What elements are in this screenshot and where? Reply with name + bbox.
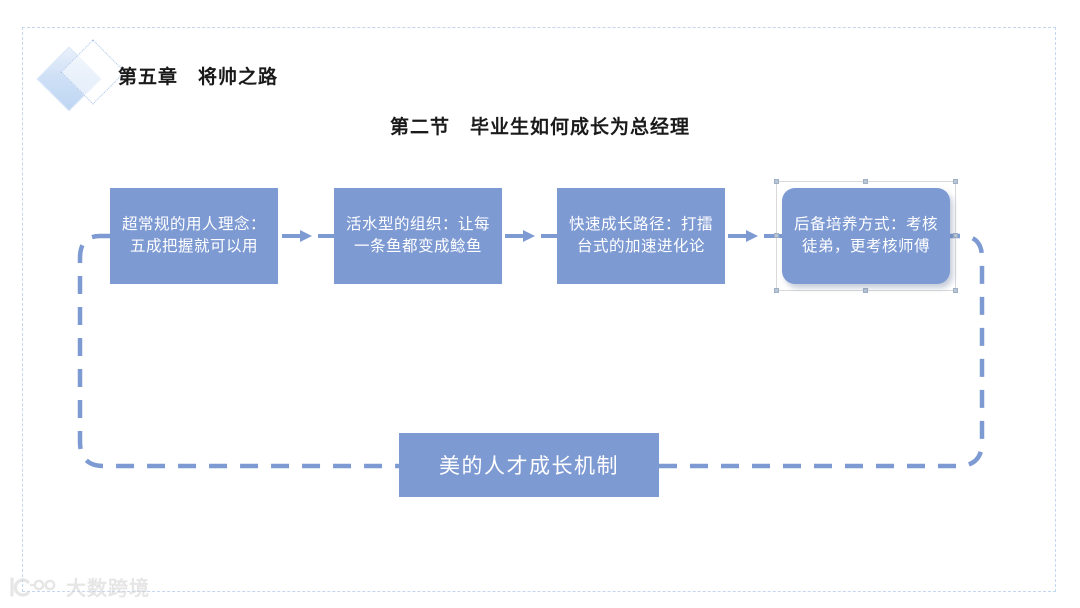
watermark-text: 大数跨境 xyxy=(66,578,150,600)
resize-handle-middle-right[interactable] xyxy=(953,233,958,238)
watermark: 大数跨境 xyxy=(8,572,150,601)
connector-arrow-1 xyxy=(282,230,334,242)
chapter-title: 第五章 将帅之路 xyxy=(118,67,279,88)
process-box-3[interactable]: 快速成长路径：打擂台式的加速进化论 xyxy=(557,188,725,284)
resize-handle-top-right[interactable] xyxy=(953,179,958,184)
resize-handle-bottom-right[interactable] xyxy=(953,288,958,293)
resize-handle-bottom-center[interactable] xyxy=(863,288,868,293)
shape-selection-frame[interactable] xyxy=(774,179,958,293)
resize-handle-top-left[interactable] xyxy=(774,179,779,184)
connector-arrow-3 xyxy=(728,230,782,242)
process-box-1[interactable]: 超常规的用人理念：五成把握就可以用 xyxy=(110,188,278,284)
dashujingjing-logo-icon xyxy=(10,576,56,597)
summary-box[interactable]: 美的人才成长机制 xyxy=(399,433,659,497)
process-box-2[interactable]: 活水型的组织：让每一条鱼都变成鲶鱼 xyxy=(334,188,502,284)
process-box-4-selected[interactable]: 后备培养方式：考核徒弟，更考核师傅 xyxy=(782,188,950,284)
resize-handle-bottom-left[interactable] xyxy=(774,288,779,293)
connector-arrow-2 xyxy=(505,230,557,242)
resize-handle-middle-left[interactable] xyxy=(774,233,779,238)
double-diamond-logo xyxy=(36,39,128,112)
resize-handle-top-center[interactable] xyxy=(863,179,868,184)
section-title: 第二节 毕业生如何成长为总经理 xyxy=(389,117,690,138)
